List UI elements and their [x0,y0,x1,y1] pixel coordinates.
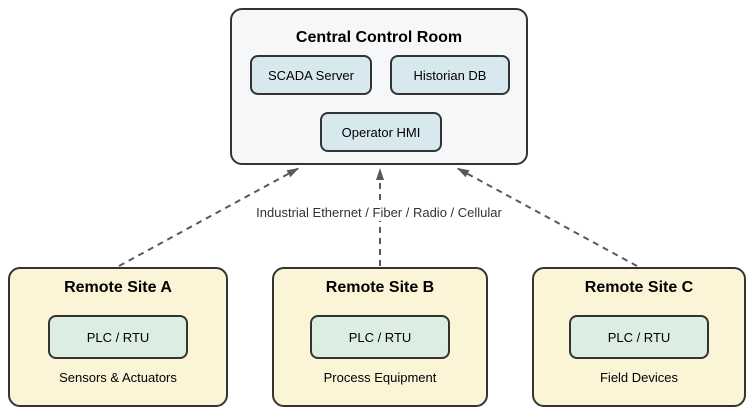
remote-site-a-caption: Sensors & Actuators [59,370,177,385]
plc-rtu-label-site-a: PLC / RTU [86,329,150,345]
remote-site-c-title: Remote Site C [584,279,694,296]
connection-label: Industrial Ethernet / Fiber / Radio / Ce… [253,205,505,221]
operator-hmi-node: Operator HMI [320,112,442,152]
historian-db-label: Historian DB [413,67,487,83]
connection-arrow-site-c [456,167,638,267]
plc-rtu-label-site-c: PLC / RTU [607,329,671,345]
plc-rtu-node-site-b: PLC / RTU [310,315,450,359]
scada-server-node: SCADA Server [250,55,372,95]
plc-rtu-node-site-a: PLC / RTU [48,315,188,359]
remote-site-b-node: Remote Site B PLC / RTU Process Equipmen… [272,267,488,407]
remote-site-b-caption: Process Equipment [323,370,437,385]
remote-site-a-node: Remote Site A PLC / RTU Sensors & Actuat… [8,267,228,407]
operator-hmi-label: Operator HMI [341,124,421,140]
historian-db-node: Historian DB [390,55,510,95]
plc-rtu-node-site-c: PLC / RTU [569,315,709,359]
remote-site-a-title: Remote Site A [64,279,172,296]
plc-rtu-label-site-b: PLC / RTU [348,329,412,345]
remote-site-c-caption: Field Devices [599,370,679,385]
central-control-room-node: Central Control Room SCADA Server Histor… [230,8,528,165]
scada-server-label: SCADA Server [268,67,354,83]
remote-site-b-title: Remote Site B [325,279,435,296]
connection-arrow-site-a [118,167,300,267]
remote-site-c-node: Remote Site C PLC / RTU Field Devices [532,267,746,407]
central-control-room-title: Central Control Room [295,29,463,46]
